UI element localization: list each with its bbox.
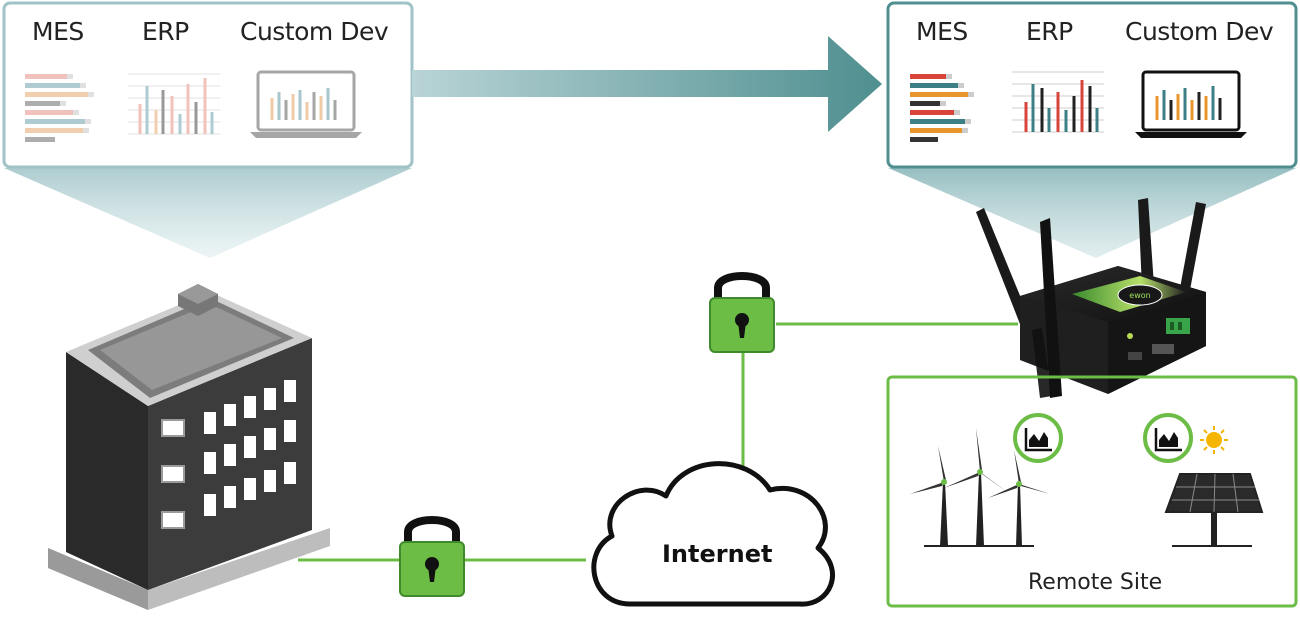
left-erp-label: ERP bbox=[142, 17, 189, 46]
remote-site-label: Remote Site bbox=[1028, 570, 1163, 595]
remote-site-panel bbox=[886, 375, 1298, 608]
right-erp-label: ERP bbox=[1026, 17, 1073, 46]
router-icon: ewon bbox=[976, 198, 1206, 398]
left-app-panel bbox=[2, 1, 414, 258]
custom-dev-laptop-icon bbox=[250, 70, 362, 138]
chart-icon bbox=[1013, 413, 1063, 463]
wind-turbine-icon bbox=[910, 428, 1050, 547]
remote-site-frame bbox=[886, 375, 1298, 608]
mes-report-icon bbox=[910, 74, 974, 142]
left-panel-projection bbox=[4, 168, 412, 258]
mes-report-icon bbox=[25, 74, 94, 142]
building-icon bbox=[48, 284, 330, 610]
left-custom-dev-label: Custom Dev bbox=[240, 17, 389, 46]
data-flow-arrow bbox=[412, 36, 882, 132]
right-custom-dev-label: Custom Dev bbox=[1125, 17, 1274, 46]
right-panel-projection bbox=[888, 168, 1296, 258]
erp-chart-icon bbox=[1012, 71, 1104, 133]
chart-icon bbox=[1143, 413, 1193, 463]
left-mes-label: MES bbox=[32, 17, 84, 46]
solar-panel-icon bbox=[1164, 473, 1264, 547]
internet-label: Internet bbox=[662, 540, 773, 568]
right-app-panel bbox=[886, 1, 1298, 258]
router-brand: ewon bbox=[1129, 291, 1150, 300]
erp-chart-icon bbox=[128, 73, 220, 135]
custom-dev-laptop-icon bbox=[1135, 70, 1247, 138]
padlock-icon bbox=[709, 272, 775, 353]
padlock-icon bbox=[399, 516, 465, 597]
right-mes-label: MES bbox=[916, 17, 968, 46]
sun-icon bbox=[1200, 426, 1228, 454]
cloud-icon bbox=[591, 461, 836, 607]
